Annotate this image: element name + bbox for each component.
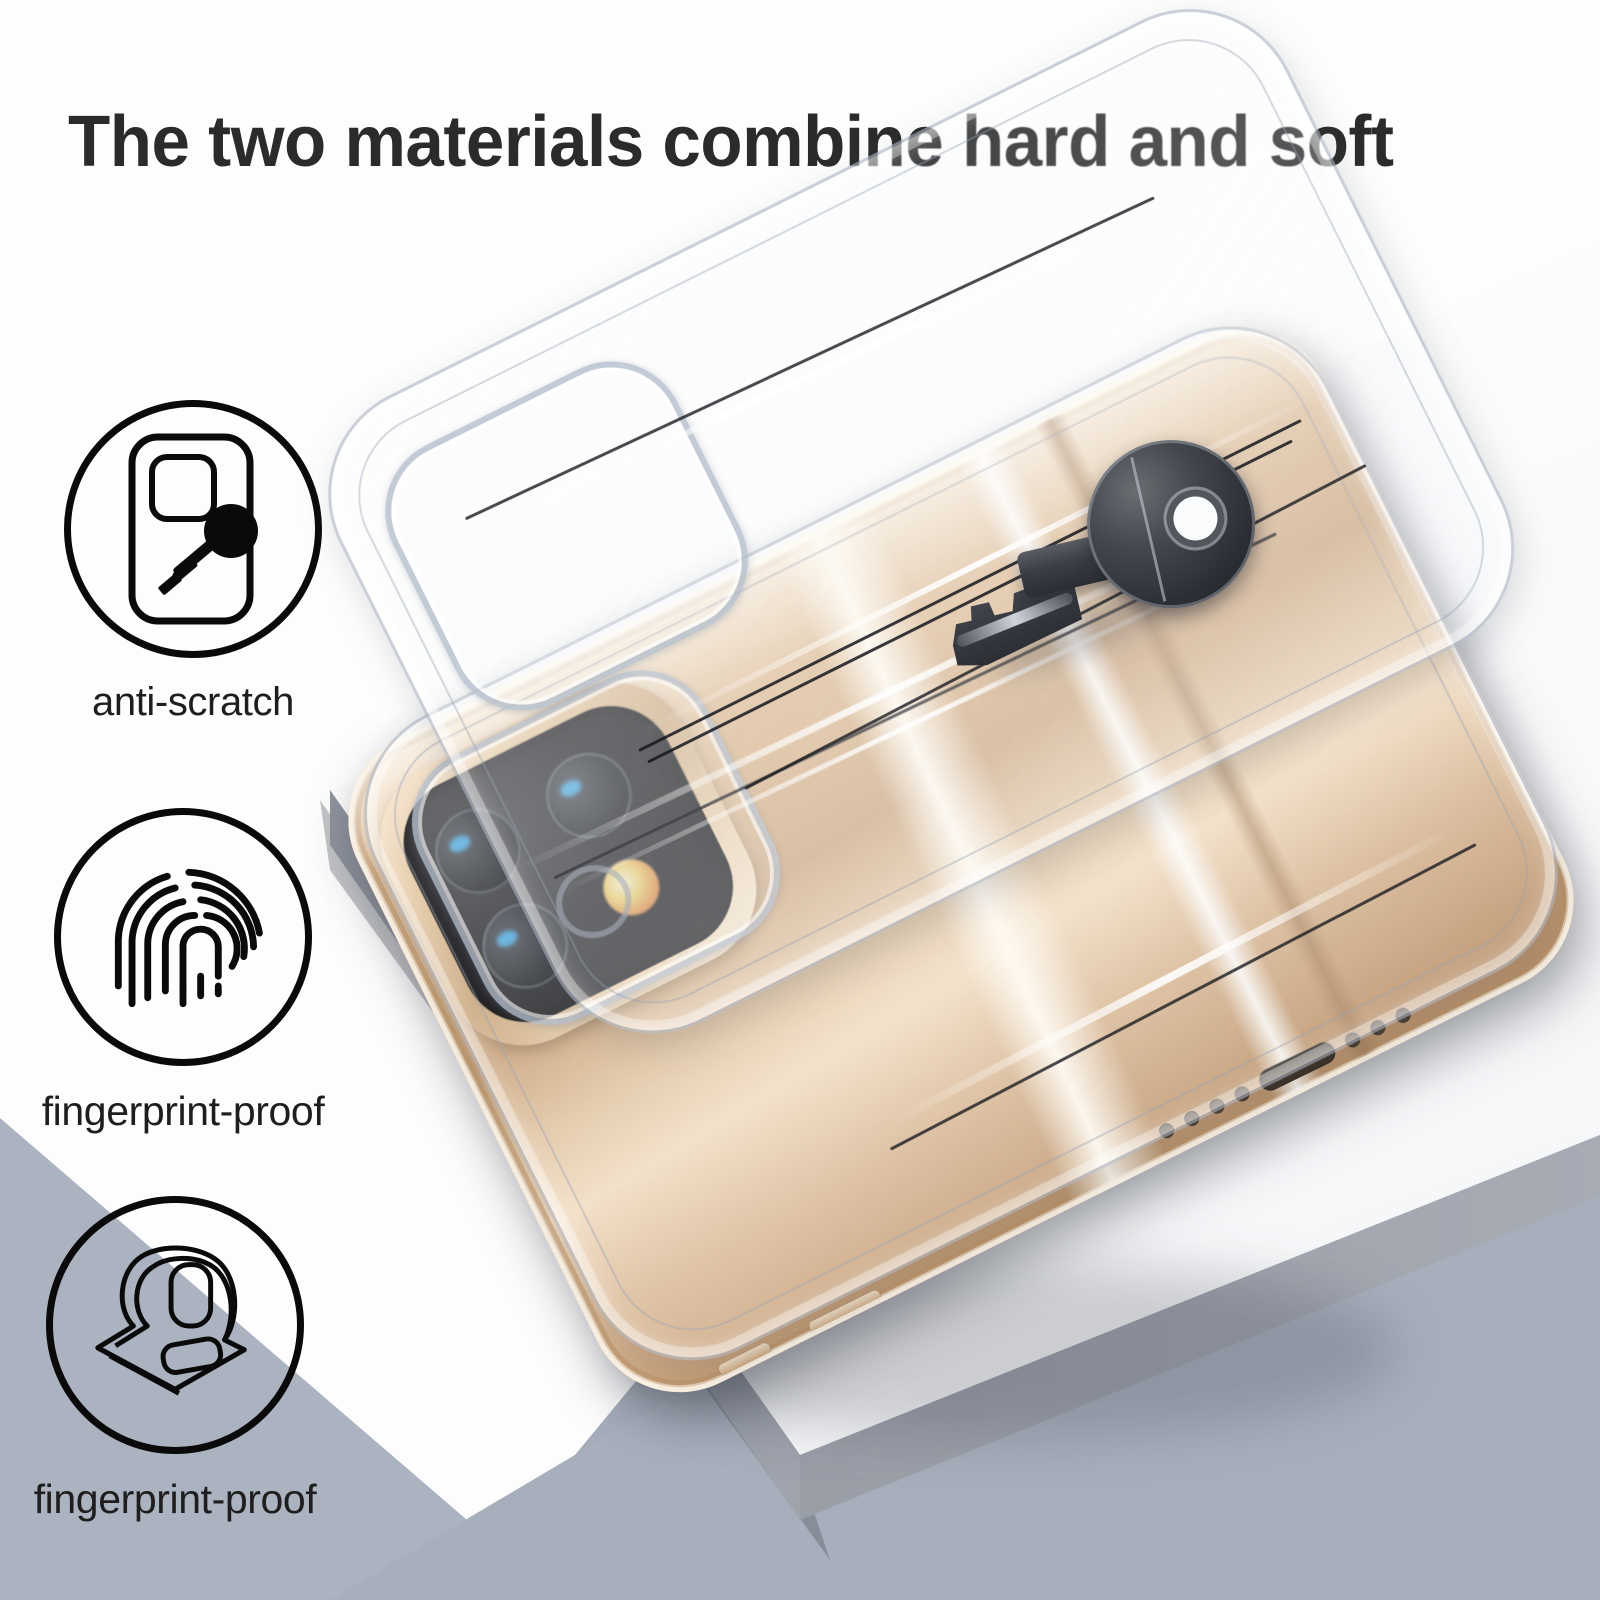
- feature-anti-scratch: anti-scratch: [28, 400, 358, 725]
- feature-label: anti-scratch: [92, 680, 294, 724]
- phone-with-key-icon: [128, 433, 258, 625]
- feature-icon-circle: [54, 808, 312, 1066]
- feature-label: fingerprint-proof: [41, 1088, 325, 1134]
- feature-icon-circle: [46, 1196, 304, 1454]
- feature-flexible-case: fingerprint-proof: [10, 1196, 340, 1523]
- key-bow-seam: [1078, 456, 1167, 614]
- feature-fingerprint-proof: fingerprint-proof: [18, 808, 348, 1135]
- flexible-case-icon: [95, 1245, 247, 1396]
- feature-icon-circle: [64, 400, 322, 658]
- fingerprint-icon: [114, 868, 263, 1008]
- feature-label: fingerprint-proof: [33, 1476, 317, 1522]
- case-camera-cutout: [359, 336, 774, 736]
